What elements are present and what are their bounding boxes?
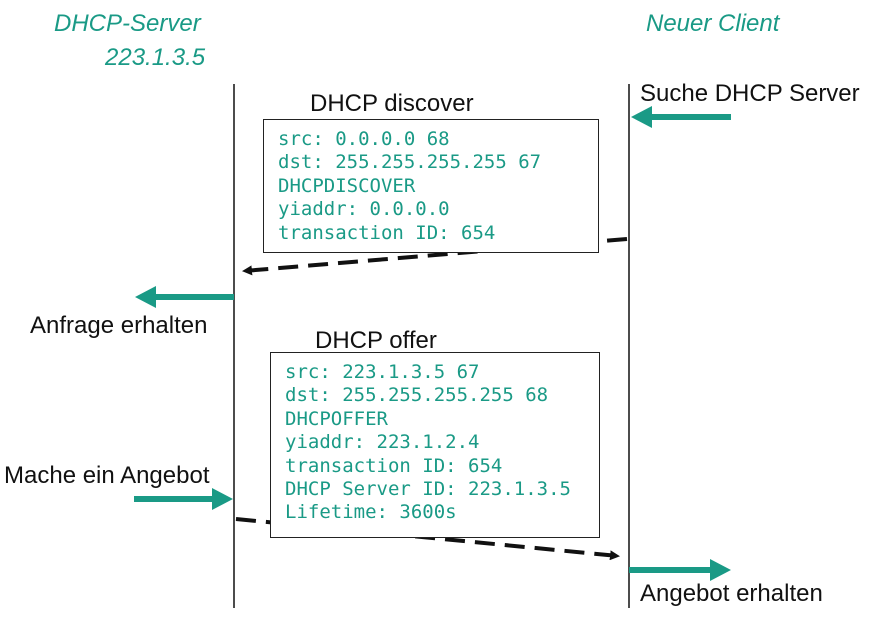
offer-line: Lifetime: 3600s xyxy=(285,501,457,524)
server-title: DHCP-Server xyxy=(54,10,201,37)
offer-line: dst: 255.255.255.255 68 xyxy=(285,384,549,407)
offer-message-title: DHCP offer xyxy=(315,327,437,354)
server-ip: 223.1.3.5 xyxy=(105,44,206,71)
make-offer-arrow xyxy=(134,488,233,510)
offer-line: DHCPOFFER xyxy=(285,407,388,430)
discover-line: dst: 255.255.255.255 67 xyxy=(278,151,542,174)
search-server-arrow xyxy=(631,106,731,128)
offer-line: transaction ID: 654 xyxy=(285,454,503,477)
discover-message-title: DHCP discover xyxy=(310,90,474,117)
discover-line: DHCPDISCOVER xyxy=(278,174,416,197)
request-received-arrow xyxy=(135,286,234,308)
discover-message-box: src: 0.0.0.0 68 dst: 255.255.255.255 67 … xyxy=(263,119,599,253)
offer-received-arrow xyxy=(629,559,731,581)
offer-line: yiaddr: 223.1.2.4 xyxy=(285,431,480,454)
discover-line: transaction ID: 654 xyxy=(278,221,496,244)
discover-line: src: 0.0.0.0 68 xyxy=(278,128,450,150)
client-title: Neuer Client xyxy=(646,10,780,37)
request-received-label: Anfrage erhalten xyxy=(30,312,208,339)
offer-line: DHCP Server ID: 223.1.3.5 xyxy=(285,478,571,501)
search-server-label: Suche DHCP Server xyxy=(640,80,860,107)
discover-line: yiaddr: 0.0.0.0 xyxy=(278,198,450,221)
make-offer-label: Mache ein Angebot xyxy=(4,462,210,489)
offer-received-label: Angebot erhalten xyxy=(640,580,823,607)
offer-message-box: src: 223.1.3.5 67 dst: 255.255.255.255 6… xyxy=(270,352,600,538)
offer-line: src: 223.1.3.5 67 xyxy=(285,361,480,383)
